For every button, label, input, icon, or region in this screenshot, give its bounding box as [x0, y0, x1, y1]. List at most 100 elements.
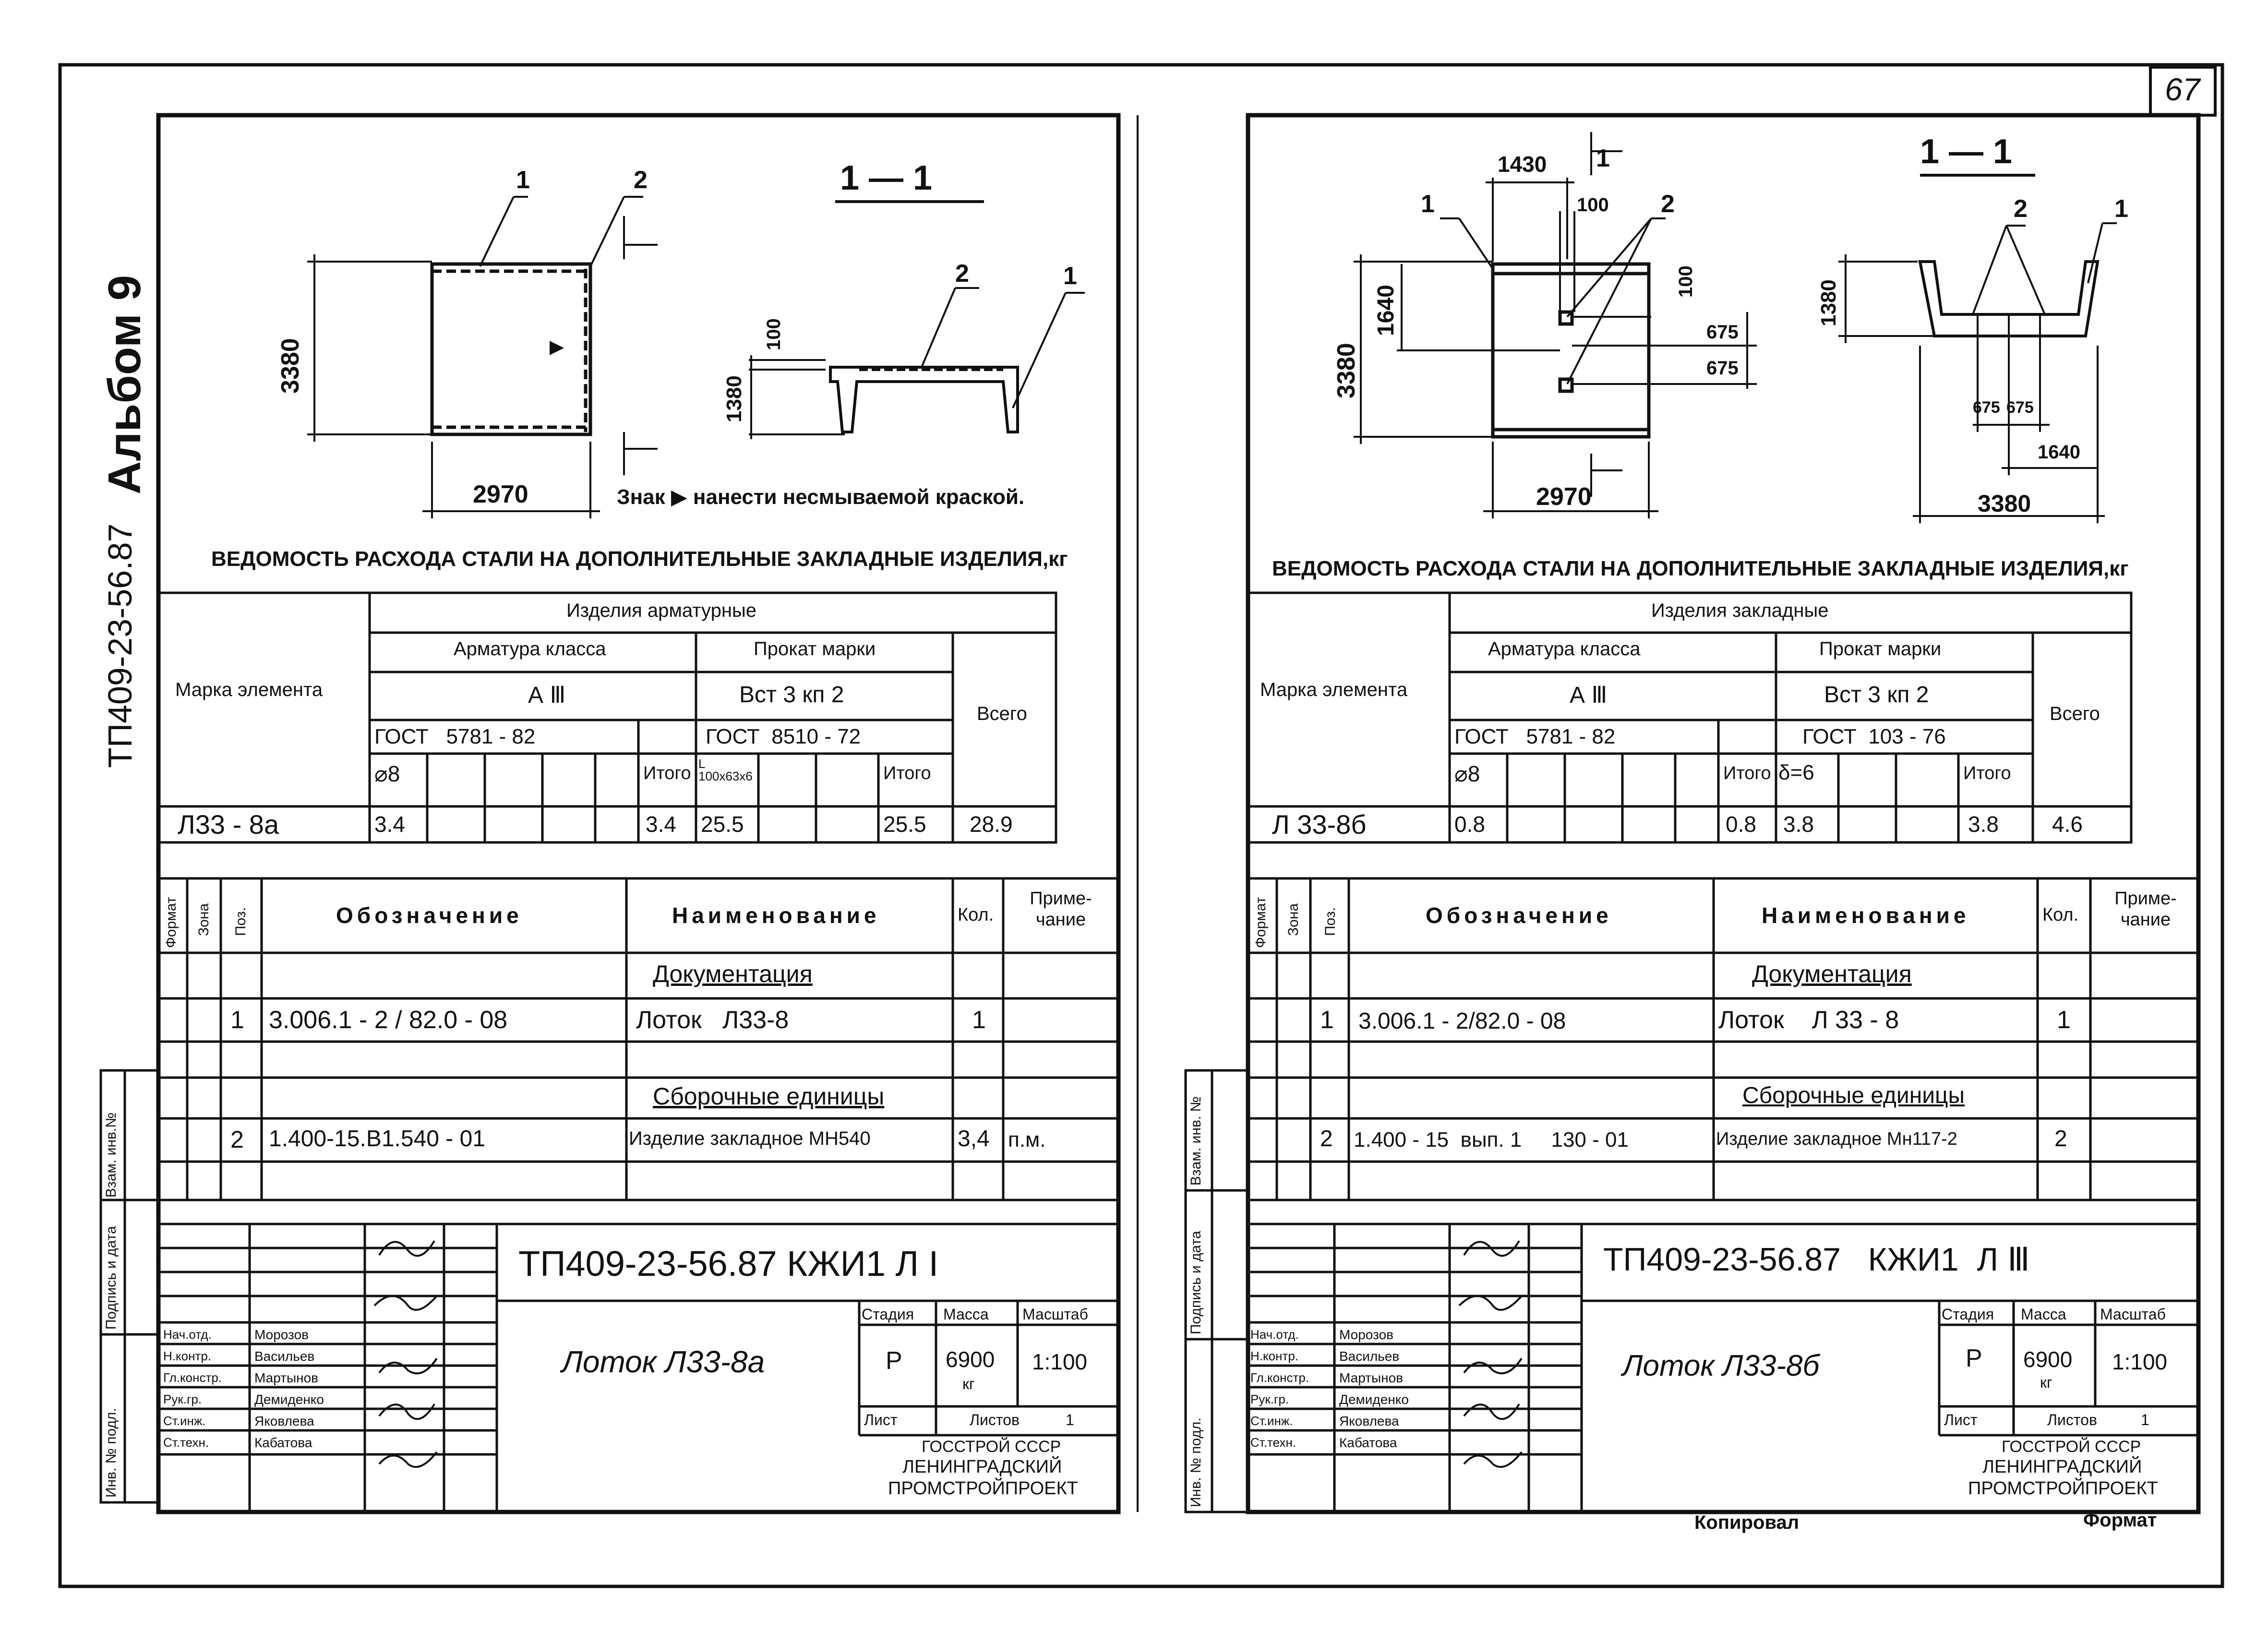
left-row-all: 28.9	[970, 812, 1013, 837]
right-spec-row2-qty: 2	[2054, 1126, 2067, 1152]
left-group-header: Изделия арматурные	[566, 600, 756, 621]
right-tb-role-6: Ст.техн.	[1250, 1435, 1296, 1450]
right-dim-height: 3380	[1332, 343, 1360, 398]
right-gost-b: ГОСТ 103 - 76	[1802, 725, 1946, 748]
left-spec-qty-h: Кол.	[958, 905, 994, 925]
right-tb-sheets-h: Листов	[2047, 1411, 2097, 1428]
right-spec-row1-pos: 1	[1320, 1006, 1334, 1034]
left-spec-row2-qty: 3,4	[958, 1126, 990, 1152]
right-row-mark: Л 33-8б	[1272, 809, 1367, 840]
left-row-b: 25.5	[701, 812, 744, 837]
right-stamp-1: Взам. инв. №	[1188, 1096, 1204, 1186]
right-tb-role-4: Рук.гр.	[1250, 1392, 1289, 1406]
left-sub-a: Арматура класса	[454, 638, 606, 660]
right-section-mark: 1	[1596, 144, 1610, 172]
right-dim-675c: 675	[1973, 398, 2000, 417]
left-tb-sheets: 1	[1066, 1411, 1074, 1428]
right-tb-role-2: Н.контр.	[1250, 1349, 1299, 1363]
right-spec-format: Формат	[1253, 897, 1269, 948]
left-tb-stage-h: Стадия	[862, 1306, 914, 1323]
right-spec-row1-name: Лоток Л 33 - 8	[1718, 1006, 1899, 1034]
left-tb-role-1: Нач.отд.	[163, 1327, 212, 1342]
left-spec-row2-pos: 2	[230, 1126, 244, 1153]
left-class-a: А Ⅲ	[528, 683, 566, 708]
left-stamp-3: Инв. № подл.	[103, 1408, 119, 1498]
left-itogo-a: Итого	[643, 763, 691, 783]
left-col-mark: Марка элемента	[175, 679, 323, 700]
left-spec-row2-name: Изделие закладное МН540	[629, 1128, 871, 1149]
right-tb-code: ТП409-23-56.87 КЖИ1 Л Ⅲ	[1603, 1241, 2030, 1278]
right-tb-name-5: Яковлева	[1339, 1414, 1399, 1428]
right-total-header: Всего	[2050, 703, 2100, 724]
left-tb-scale: 1:100	[1032, 1349, 1088, 1374]
left-tb-name-4: Демиденко	[254, 1392, 324, 1407]
left-spec-row1-qty: 1	[972, 1006, 986, 1034]
left-spec-row1-name: Лоток Л33-8	[636, 1006, 789, 1034]
right-spec-pos: Поз.	[1322, 907, 1338, 936]
right-item-a: ⌀8	[1454, 761, 1480, 786]
right-spec-name-h: Наименование	[1762, 903, 1970, 928]
left-dim-height: 3380	[276, 338, 304, 394]
left-gost-a: ГОСТ 5781 - 82	[374, 725, 536, 748]
right-tb-name-2: Васильев	[1339, 1349, 1400, 1364]
left-tb-mass: 6900	[946, 1347, 995, 1372]
left-tb-role-3: Гл.констр.	[163, 1370, 222, 1385]
right-table-title: ВЕДОМОСТЬ РАСХОДА СТАЛИ НА ДОПОЛНИТЕЛЬНЫ…	[1272, 557, 2129, 580]
left-sec-pos1: 1	[1063, 262, 1077, 290]
left-tb-name-2: Васильев	[254, 1349, 315, 1364]
right-dim-675a: 675	[1706, 322, 1739, 343]
right-item-b: δ=6	[1778, 761, 1814, 784]
left-tb-code: ТП409-23-56.87 КЖИ1 Л I	[518, 1244, 939, 1284]
right-spec-qty-h: Кол.	[2042, 905, 2079, 925]
left-spec-section2: Сборочные единицы	[653, 1083, 885, 1110]
right-dim-1430: 1430	[1498, 152, 1547, 177]
left-tb-name-3: Мартынов	[254, 1370, 319, 1385]
right-dim-3380b: 3380	[1978, 490, 2031, 517]
left-row-b-total: 25.5	[883, 812, 926, 837]
right-row-b: 3.8	[1783, 812, 1814, 837]
left-spec-row1-pos: 1	[230, 1006, 244, 1034]
right-row-all: 4.6	[2052, 812, 2083, 837]
right-tb-sheets: 1	[2141, 1411, 2149, 1428]
right-tb-name-6: Кабатова	[1339, 1435, 1397, 1450]
right-tb-name-4: Демиденко	[1339, 1392, 1409, 1407]
left-tb-scale-h: Масштаб	[1022, 1306, 1088, 1323]
left-spec-name-h: Наименование	[672, 903, 880, 928]
left-sec-pos2: 2	[955, 260, 969, 288]
right-tb-product: Лоток Л33-8б	[1622, 1349, 1820, 1382]
right-row-b-total: 3.8	[1968, 812, 1999, 837]
right-tb-mass: 6900	[2023, 1347, 2073, 1372]
left-dim-1380: 1380	[722, 375, 746, 422]
right-spec-section2: Сборочные единицы	[1742, 1083, 1965, 1108]
right-tb-sheet-h: Лист	[1944, 1411, 1978, 1428]
left-section-label: 1 — 1	[840, 159, 933, 197]
right-dim-width: 2970	[1536, 483, 1592, 511]
right-tb-org-3: ПРОМСТРОЙПРОЕКТ	[1968, 1478, 2158, 1499]
left-tb-role-5: Ст.инж.	[163, 1414, 206, 1428]
left-tb-org-3: ПРОМСТРОЙПРОЕКТ	[888, 1478, 1078, 1499]
right-gost-a: ГОСТ 5781 - 82	[1454, 725, 1616, 748]
left-tb-name-5: Яковлева	[254, 1414, 314, 1428]
left-dim-width: 2970	[473, 480, 528, 508]
left-tb-org-1: ГОССТРОЙ СССР	[922, 1438, 1061, 1456]
left-tb-mass-unit: кг	[962, 1375, 975, 1392]
right-stamp-3: Инв. № подл.	[1188, 1417, 1204, 1507]
right-spec-row2-designation: 1.400 - 15 вып. 1 130 - 01	[1354, 1128, 1629, 1152]
right-class-a: А Ⅲ	[1570, 683, 1608, 708]
left-spec-format: Формат	[163, 897, 179, 948]
left-tb-org-2: ЛЕНИНГРАДСКИЙ	[902, 1457, 1062, 1477]
right-stamp-2: Подпись и дата	[1188, 1231, 1204, 1334]
right-section-label: 1 — 1	[1920, 132, 2013, 171]
left-spec-row2-designation: 1.400-15.В1.540 - 01	[269, 1126, 486, 1152]
right-group-header: Изделия закладные	[1651, 600, 1829, 621]
right-itogo-b: Итого	[1963, 763, 2011, 783]
right-tb-role-1: Нач.отд.	[1250, 1327, 1299, 1342]
right-spec-designation-h: Обозначение	[1426, 903, 1612, 928]
right-tb-org-2: ЛЕНИНГРАДСКИЙ	[1982, 1457, 2142, 1477]
left-sign-note: Знак ▶ нанести несмываемой краской.	[617, 485, 1025, 509]
right-spec-row1-designation: 3.006.1 - 2/82.0 - 08	[1358, 1008, 1566, 1034]
right-tb-mass-unit: кг	[2040, 1374, 2052, 1391]
left-pos1-label: 1	[516, 166, 530, 194]
left-tb-product: Лоток Л33-8а	[562, 1344, 765, 1379]
left-gost-b: ГОСТ 8510 - 72	[706, 725, 861, 748]
